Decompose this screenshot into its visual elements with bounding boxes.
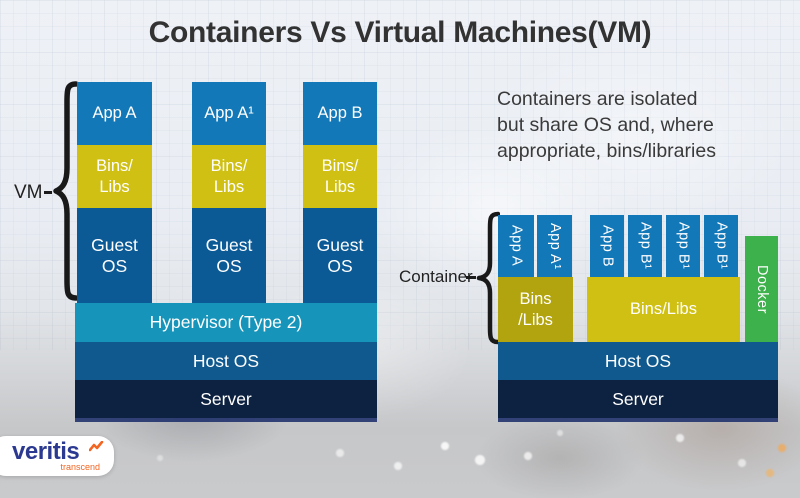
container-host-os-bar: Host OS [498,342,778,380]
veritis-check-icon [89,441,104,452]
container-app-b1-column-1: App B¹ [628,215,662,277]
page-title: Containers Vs Virtual Machines(VM) [148,16,652,49]
docker-block: Docker [745,236,778,342]
vm-host-os-bar: Host OS [75,342,377,380]
container-label: Container [399,267,473,286]
container-app-b1-label-3: App B¹ [713,222,730,270]
vm2-guest-os-block: Guest OS [192,208,266,303]
container-app-b1-column-2: App B¹ [666,215,700,277]
container-bins-b-block: Bins/Libs [587,277,740,342]
container-app-a-column: App A [498,215,534,277]
container-app-b1-label-2: App B¹ [675,222,692,270]
container-description: Containers are isolated but share OS and… [497,88,716,162]
container-brace [476,211,500,345]
vm1-app-block: App A [77,82,152,145]
vm3-bins-block: Bins/ Libs [303,145,377,208]
hypervisor-bar: Hypervisor (Type 2) [75,303,377,342]
container-label-connector [466,276,476,279]
veritis-logo: veritis transcend [0,436,114,476]
vm3-app-block: App B [303,82,377,145]
vm-label-connector [44,191,52,194]
veritis-tagline: transcend [60,461,100,472]
container-bins-a-block: Bins /Libs [498,277,573,342]
container-app-b1-column-3: App B¹ [704,215,738,277]
container-app-b-label: App B [599,225,616,267]
container-app-a1-label: App A¹ [547,222,563,270]
vm1-guest-os-block: Guest OS [77,208,152,303]
container-app-a1-column: App A¹ [537,215,572,277]
background-city-lights [0,418,800,498]
docker-label: Docker [754,264,770,314]
vm2-app-block: App A¹ [192,82,266,145]
container-app-a-label: App A [508,225,525,267]
container-server-bar: Server [498,380,778,418]
container-app-b1-label-1: App B¹ [637,222,654,270]
vm3-guest-os-block: Guest OS [303,208,377,303]
vm2-bins-block: Bins/ Libs [192,145,266,208]
vm1-bins-block: Bins/ Libs [77,145,152,208]
container-app-b-column: App B [590,215,624,277]
vm-label: VM [14,182,43,203]
vm-server-bar: Server [75,380,377,418]
veritis-brand-text: veritis [12,437,80,465]
vm-brace [53,81,78,301]
